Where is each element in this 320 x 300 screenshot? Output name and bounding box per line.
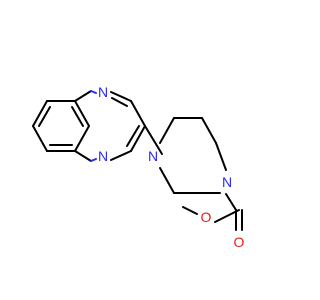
double-bond-inner xyxy=(71,106,84,127)
bond xyxy=(201,117,217,144)
bond xyxy=(215,142,227,171)
bond xyxy=(182,206,198,215)
double-bond-inner xyxy=(126,125,140,147)
atom-n-label: N xyxy=(222,174,232,190)
bond xyxy=(32,100,48,127)
bond xyxy=(90,158,97,162)
bond xyxy=(159,167,175,194)
bond xyxy=(144,125,163,155)
bond xyxy=(130,125,146,152)
bond xyxy=(225,193,237,211)
atom-n-label: N xyxy=(148,148,158,164)
bond xyxy=(74,90,92,102)
atom-o-label: O xyxy=(201,209,212,225)
bond xyxy=(32,125,48,152)
atom-o-label: O xyxy=(234,234,245,250)
atom-n-label: N xyxy=(98,148,108,164)
bond xyxy=(74,125,90,152)
bond xyxy=(74,100,90,127)
double-bond-inner xyxy=(111,97,128,107)
atom-n-label: N xyxy=(98,84,108,100)
structure-canvas: N N N N O O xyxy=(32,84,245,250)
bond xyxy=(214,209,240,223)
chemical-structure-diagram: N N N N O O xyxy=(32,84,245,250)
bond xyxy=(90,90,97,94)
bond xyxy=(74,150,92,162)
bond xyxy=(130,100,146,127)
bond xyxy=(110,150,132,161)
bond xyxy=(159,117,175,144)
double-bond-inner xyxy=(38,106,51,127)
bond xyxy=(110,91,132,102)
